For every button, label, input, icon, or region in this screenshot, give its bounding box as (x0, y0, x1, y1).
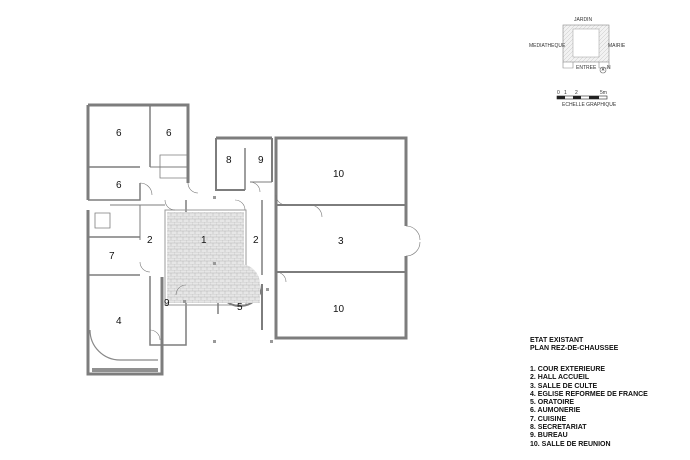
plan-title-line2: PLAN REZ-DE-CHAUSSEE (530, 345, 619, 352)
room-label-8: 8 (226, 155, 232, 166)
legend-list: 1. COUR EXTERIEURE 2. HALL ACCUEIL 3. SA… (530, 366, 648, 449)
legend-item: 9. BUREAU (530, 432, 568, 440)
legend-item: 5. ORATOIRE (530, 399, 575, 407)
scale-tick-0: 0 (557, 90, 560, 96)
oratoire-curve-paving (220, 264, 260, 303)
scale-tick-5m: 5m (600, 90, 607, 96)
room-label-3: 3 (338, 236, 344, 247)
scale-bar: 0 1 2 5m ECHELLE GRAPHIQUE (556, 90, 617, 108)
legend-item: 3. SALLE DE CULTE (530, 382, 598, 390)
room-label-7: 7 (109, 251, 115, 262)
room-label-2a: 2 (147, 235, 153, 246)
north-arrow-label: N (607, 65, 611, 71)
building-walls (86, 103, 408, 376)
legend-item: 1. COUR EXTERIEURE (530, 366, 606, 373)
plan-title-line1: ETAT EXISTANT (530, 337, 584, 344)
legend-item: 10. SALLE DE REUNION (530, 440, 611, 448)
room-label-4: 4 (116, 316, 122, 327)
legend-panel: ETAT EXISTANT PLAN REZ-DE-CHAUSSEE 1. CO… (530, 337, 648, 449)
room-labels: 6 6 6 8 9 10 1 2 2 3 7 9 4 5 10 (109, 128, 345, 327)
legend-item: 7. CUISINE (530, 415, 567, 423)
key-plan-north-label: JARDIN (574, 17, 592, 23)
room-label-6b: 6 (166, 128, 172, 139)
church-apse (89, 329, 158, 361)
legend-item: 4. EGLISE REFORMEE DE FRANCE (530, 390, 648, 398)
legend-item: 2. HALL ACCUEIL (530, 374, 590, 382)
room-label-9b: 9 (164, 298, 170, 309)
door-swings (139, 181, 421, 341)
room-label-9a: 9 (258, 155, 264, 166)
scale-tick-1: 1 (564, 90, 567, 96)
room-label-5: 5 (237, 302, 243, 313)
key-plan-south-label: ENTREE (576, 65, 597, 71)
room-label-1: 1 (201, 235, 207, 246)
column-markers (183, 196, 273, 343)
scale-caption: ECHELLE GRAPHIQUE (562, 102, 617, 108)
scale-tick-2: 2 (575, 90, 578, 96)
key-plan: JARDIN MEDIATHEQUE MAIRIE ENTREE N (529, 17, 626, 74)
legend-item: 8. SECRETARIAT (530, 424, 587, 432)
key-plan-west-label: MEDIATHEQUE (529, 43, 566, 49)
room-label-10a: 10 (333, 169, 345, 180)
room-label-2b: 2 (253, 235, 259, 246)
key-plan-east-label: MAIRIE (608, 43, 626, 49)
legend-item: 6. AUMONERIE (530, 407, 581, 415)
room-label-10b: 10 (333, 304, 345, 315)
room-label-6a: 6 (116, 128, 122, 139)
room-label-6c: 6 (116, 180, 122, 191)
